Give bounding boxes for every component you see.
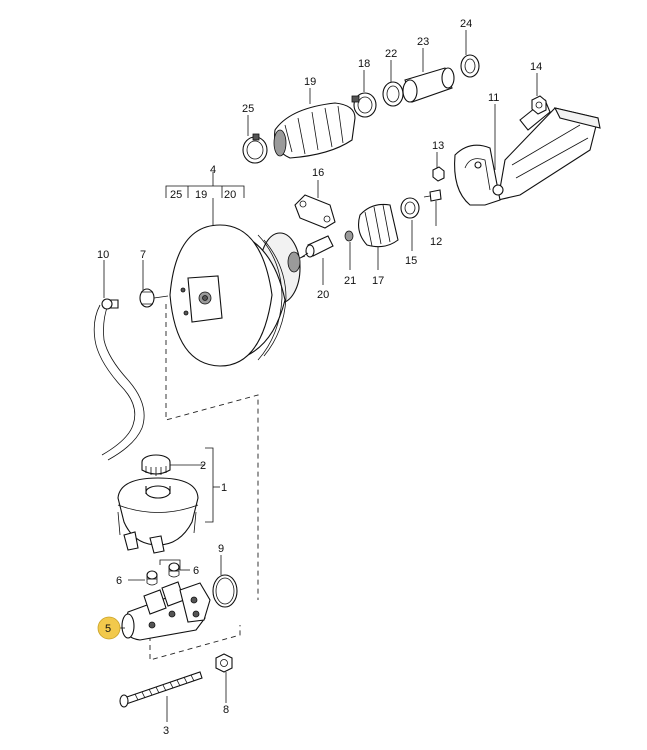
callout-1: 1 — [221, 482, 227, 494]
callout-4-sub-20: 20 — [224, 189, 236, 201]
clamp-18 — [351, 92, 377, 118]
callout-14: 14 — [530, 61, 542, 73]
pin-21 — [344, 230, 354, 242]
callout-10: 10 — [97, 249, 109, 261]
callout-19: 19 — [304, 76, 316, 88]
pedal-bracket — [454, 99, 601, 206]
callout-3: 3 — [163, 725, 169, 737]
callout-12: 12 — [430, 236, 442, 248]
ring-24 — [460, 54, 480, 78]
callout-15: 15 — [405, 255, 417, 267]
callout-24: 24 — [460, 18, 472, 30]
callout-21: 21 — [344, 275, 356, 287]
callout-labels: 1 2 3 4 25 19 20 5 6 6 7 8 9 10 11 12 13… — [97, 18, 542, 737]
boot-19 — [273, 102, 356, 159]
callout-4-sub-19: 19 — [195, 189, 207, 201]
seal-6-left — [146, 570, 158, 586]
reservoir-1 — [117, 477, 199, 554]
bolt-12 — [423, 189, 442, 202]
dashed-guide-booster — [165, 304, 259, 600]
callout-6-left: 6 — [116, 575, 122, 587]
callout-13: 13 — [432, 140, 444, 152]
clamp-25 — [242, 133, 268, 164]
callout-2: 2 — [200, 460, 206, 472]
nut-8 — [215, 653, 233, 673]
bolt-3 — [119, 671, 203, 708]
callout-22: 22 — [385, 48, 397, 60]
leader-lines — [103, 30, 538, 722]
brake-booster — [169, 224, 306, 367]
callout-4-sub-25: 25 — [170, 189, 182, 201]
callout-23: 23 — [417, 36, 429, 48]
callout-5: 5 — [105, 623, 111, 635]
ring-22 — [382, 81, 404, 107]
callout-25: 25 — [242, 103, 254, 115]
callout-18: 18 — [358, 58, 370, 70]
callout-7: 7 — [140, 249, 146, 261]
callout-20: 20 — [317, 289, 329, 301]
callout-6-right: 6 — [193, 565, 199, 577]
gasket-16 — [294, 194, 336, 229]
callout-11: 11 — [488, 92, 499, 104]
ring-15 — [400, 197, 420, 219]
seal-6-right — [168, 562, 180, 578]
boot-17 — [358, 203, 399, 248]
pushrod-20 — [293, 235, 334, 263]
o-ring-9 — [212, 574, 238, 608]
vacuum-hose-10 — [93, 298, 145, 461]
master-cylinder-5 — [121, 581, 211, 641]
callout-8: 8 — [223, 704, 229, 716]
callout-9: 9 — [218, 543, 224, 555]
callout-16: 16 — [312, 167, 324, 179]
hose-23 — [402, 67, 455, 103]
callout-4: 4 — [210, 164, 216, 176]
reservoir-cap-2 — [141, 454, 171, 476]
nut-14 — [531, 95, 547, 115]
nut-13 — [432, 166, 445, 182]
callout-17: 17 — [372, 275, 384, 287]
callout-5-highlight — [97, 616, 121, 640]
check-valve-7 — [139, 288, 169, 308]
